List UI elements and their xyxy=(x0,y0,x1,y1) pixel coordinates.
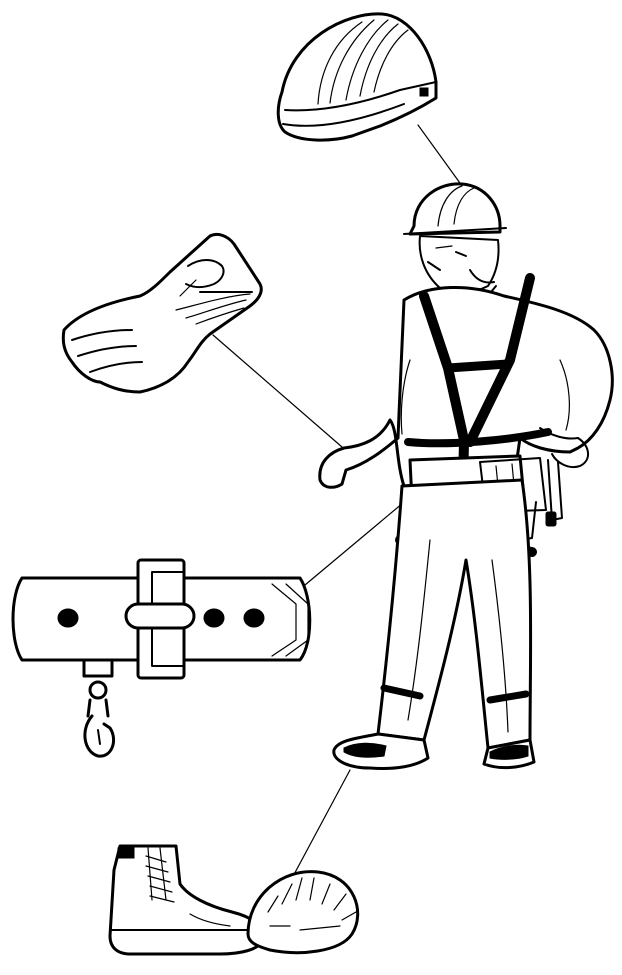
worker-with-harness-icon xyxy=(320,184,613,769)
work-boot-icon xyxy=(110,846,358,954)
glove-connector-line xyxy=(213,335,342,447)
belt-hole xyxy=(204,609,224,627)
hard-hat-icon xyxy=(278,14,436,140)
hat-connector-line xyxy=(418,125,465,190)
glove-icon xyxy=(63,234,261,392)
belt-hole xyxy=(244,609,264,627)
belt-hole xyxy=(58,609,78,627)
belt-with-snap-hook-icon xyxy=(13,560,310,756)
